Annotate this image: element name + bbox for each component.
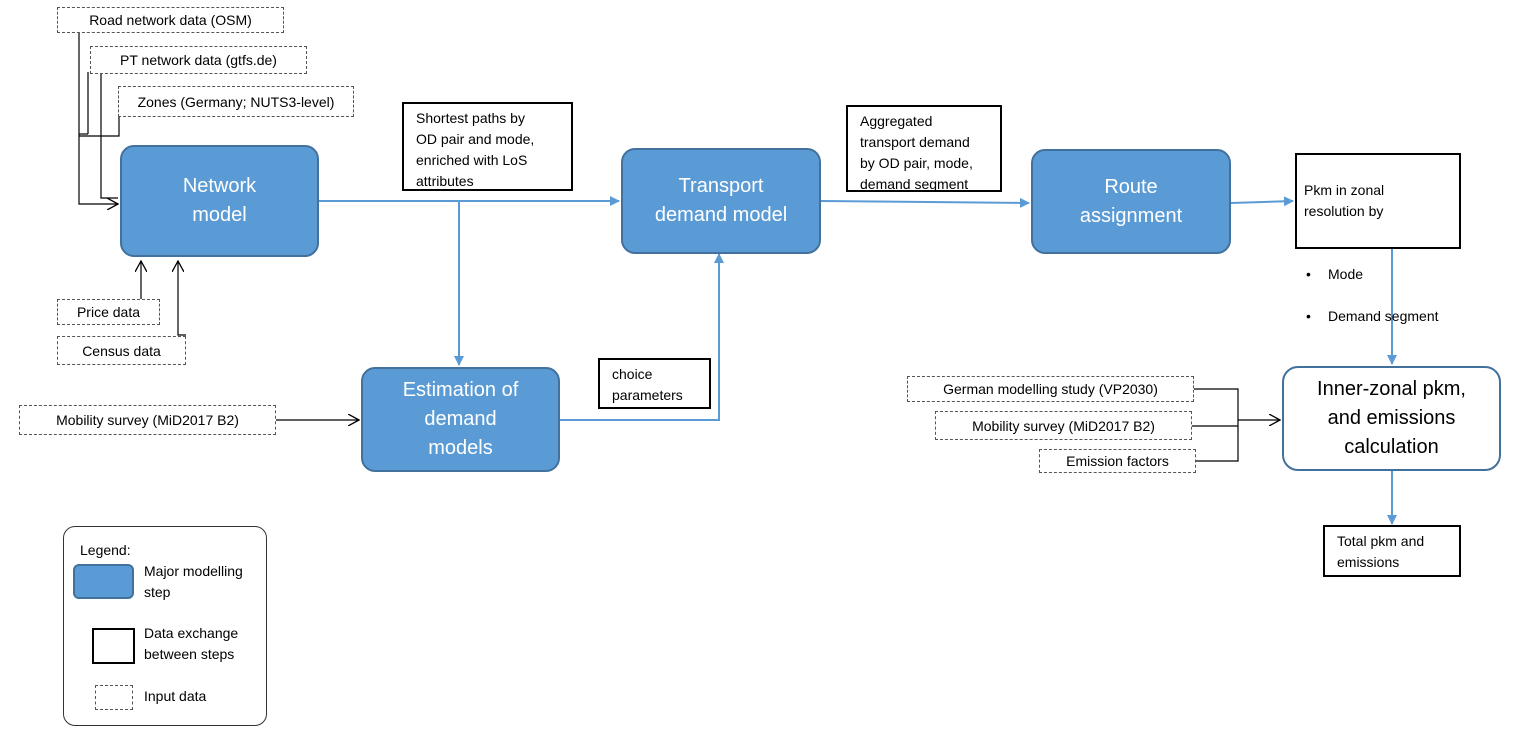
input-zones: Zones (Germany; NUTS3-level) <box>118 86 354 117</box>
legend-title: Legend: <box>80 542 131 558</box>
step-inner-zonal-calculation[interactable]: Inner-zonal pkm, and emissions calculati… <box>1282 366 1501 471</box>
step-transport-demand-model[interactable]: Transport demand model <box>621 148 821 254</box>
data-shortest-paths: Shortest paths by OD pair and mode, enri… <box>402 102 573 191</box>
input-emission-factors: Emission factors <box>1039 449 1196 473</box>
data-total-pkm: Total pkm and emissions <box>1323 525 1461 577</box>
legend-major-step-label: Major modelling step <box>144 563 243 600</box>
legend-input-swatch <box>95 685 133 710</box>
input-price-data: Price data <box>57 299 160 325</box>
network-bottom-input-lines <box>141 261 186 336</box>
data-aggregated-demand: Aggregated transport demand by OD pair, … <box>846 105 1002 192</box>
network-input-lines <box>78 33 120 204</box>
input-census-data: Census data <box>57 336 186 365</box>
data-pkm-zonal: Pkm in zonal resolution by Mode Demand s… <box>1295 153 1461 327</box>
legend-input-data-label: Input data <box>144 688 207 704</box>
input-mobility-survey-left: Mobility survey (MiD2017 B2) <box>19 405 276 435</box>
step-estimation-of-demand-models[interactable]: Estimation of demand models <box>361 367 560 472</box>
input-road-network: Road network data (OSM) <box>57 7 284 33</box>
input-mobility-survey-right: Mobility survey (MiD2017 B2) <box>935 411 1192 440</box>
input-pt-network: PT network data (gtfs.de) <box>90 46 307 74</box>
pkm-zonal-heading: Pkm in zonal resolution by <box>1304 182 1385 219</box>
list-item: Demand segment <box>1304 306 1459 327</box>
legend-data-swatch <box>92 628 135 664</box>
input-german-modelling-study: German modelling study (VP2030) <box>907 376 1194 402</box>
legend-step-swatch <box>73 564 134 599</box>
inner-zonal-input-lines <box>1192 388 1280 462</box>
step-network-model[interactable]: Network model <box>120 145 319 257</box>
step-route-assignment[interactable]: Route assignment <box>1031 149 1231 254</box>
legend-data-exchange-label: Data exchange between steps <box>144 625 239 662</box>
pkm-zonal-list: Mode Demand segment <box>1304 243 1459 348</box>
data-choice-parameters: choice parameters <box>598 358 711 409</box>
flow-arrows <box>319 196 1397 525</box>
list-item: Mode <box>1304 264 1459 285</box>
